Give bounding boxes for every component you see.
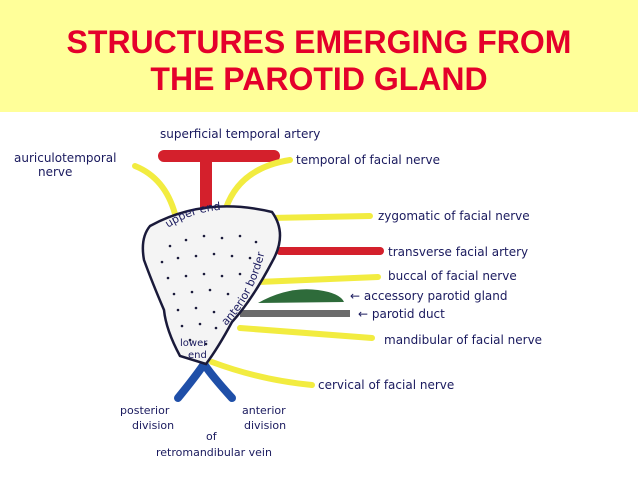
label-zygomatic-nerve: zygomatic of facial nerve: [378, 209, 530, 223]
label-auriculotemporal-line-2: nerve: [38, 165, 72, 179]
label-posterior-division-line-2: division: [132, 419, 174, 432]
label-accessory-gland: ← accessory parotid gland: [350, 289, 507, 303]
label-buccal-nerve: buccal of facial nerve: [388, 269, 517, 283]
temporal-nerve: [223, 157, 293, 211]
label-parotid-duct: ← parotid duct: [358, 307, 445, 321]
title-band: [0, 0, 638, 112]
parotid-duct: [240, 310, 350, 317]
label-temporal-nerve: temporal of facial nerve: [296, 153, 440, 167]
accessory-parotid-gland: [258, 289, 344, 303]
label-cervical-nerve: cervical of facial nerve: [318, 378, 454, 392]
auriculotemporal-nerve: [132, 163, 178, 217]
zygomatic-nerve: [267, 213, 373, 221]
gland-texture: [160, 234, 258, 346]
buccal-nerve: [255, 274, 381, 285]
label-transverse-facial-artery: transverse facial artery: [388, 245, 528, 259]
label-posterior-division-line-1: posterior: [120, 404, 170, 417]
label-mandibular-nerve: mandibular of facial nerve: [384, 333, 542, 347]
label-lower-end-line-2: end: [188, 350, 207, 361]
slide-title-line-2: THE PAROTID GLAND: [150, 61, 488, 97]
label-auriculotemporal-line-1: auriculotemporal: [14, 151, 116, 165]
slide-title-line-1: STRUCTURES EMERGING FROM: [66, 24, 572, 60]
label-anterior-division-line-2: division: [244, 419, 286, 432]
label-lower-end-line-1: lower: [180, 338, 208, 349]
label-retromandibular-vein: retromandibular vein: [156, 446, 272, 459]
superficial-temporal-artery: [158, 150, 280, 218]
cervical-nerve: [209, 359, 315, 388]
mandibular-nerve: [237, 325, 375, 341]
label-vein-of: of: [206, 430, 218, 443]
label-anterior-division-line-1: anterior: [242, 404, 286, 417]
parotid-gland-body: [141, 205, 282, 366]
label-superficial-temporal-artery: superficial temporal artery: [160, 127, 320, 141]
